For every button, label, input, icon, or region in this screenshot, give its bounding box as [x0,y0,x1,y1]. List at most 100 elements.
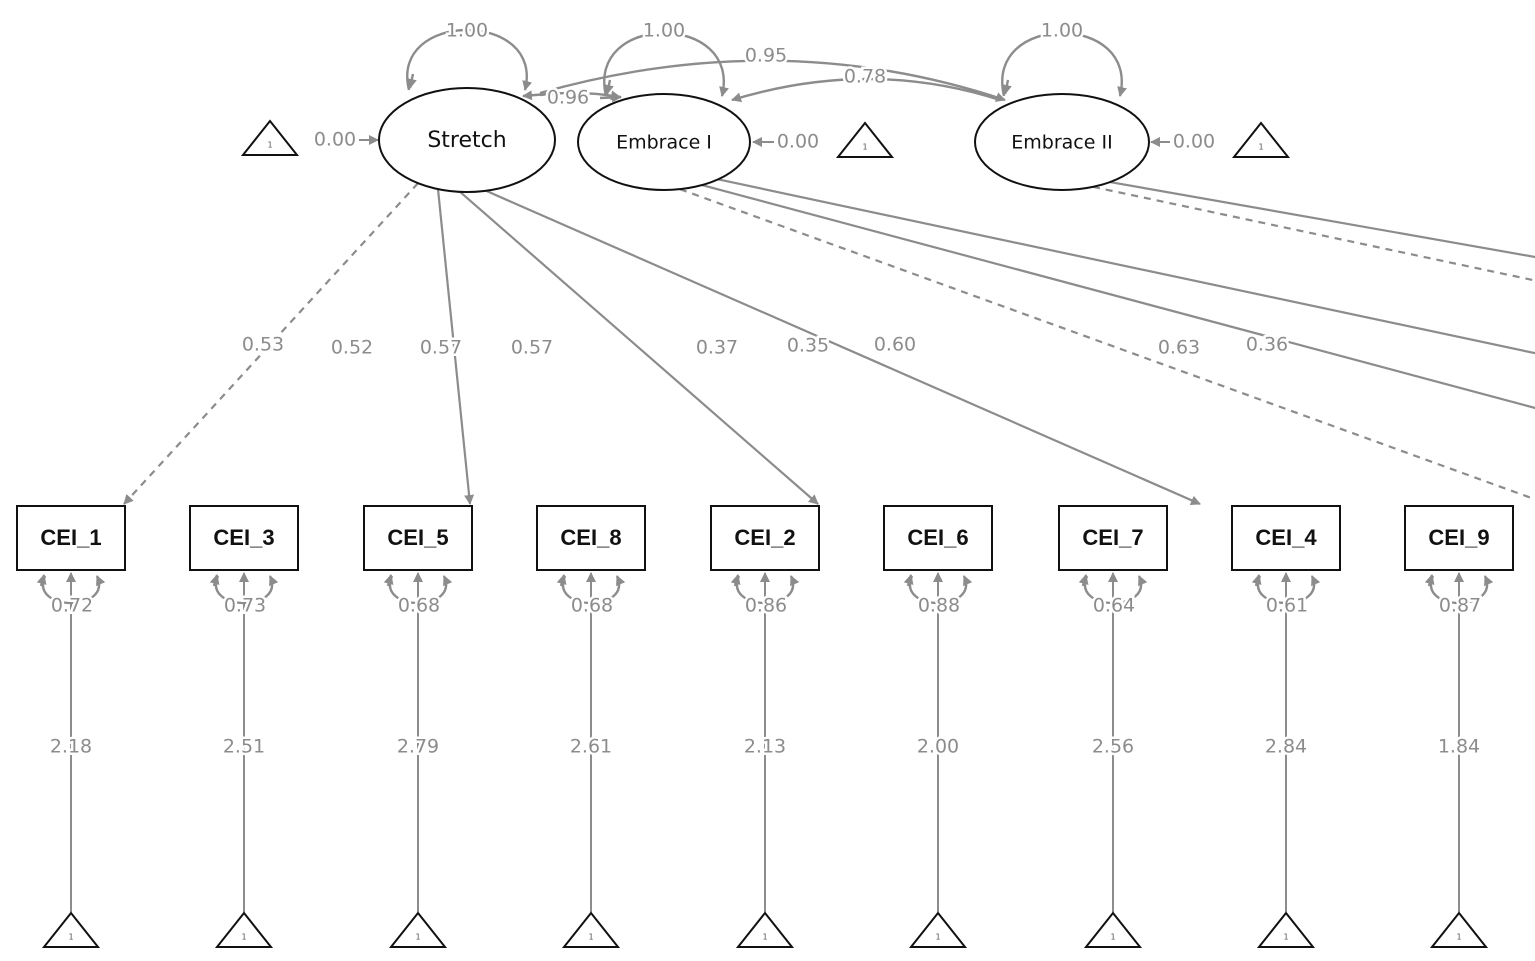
CEI_8-loading-label: 0.57 [511,337,553,359]
covariance-label-stretch-embrace1: 0.96 [547,87,589,109]
CEI_3-label: CEI_3 [213,525,274,550]
CEI_5-loading-label: 0.57 [420,337,462,359]
CEI_2-intercept-triangle-label: 1 [762,932,767,941]
stretch-mean-triangle-label: 1 [267,140,272,149]
CEI_1-intercept-triangle-label: 1 [68,932,73,941]
CEI_7-loading-label: 0.60 [874,334,916,356]
CEI_3-intercept-triangle-label: 1 [241,932,246,941]
CEI_5-residual-arrow-left [383,574,394,587]
CEI_9-intercept-label: 1.84 [1438,736,1480,758]
CEI_6-box [883,505,993,571]
CEI_3-residual-arrow-left [209,574,220,587]
embrace2-variance-arrow-left [1001,79,1012,95]
CEI_4-residual-label: 0.61 [1266,595,1308,617]
CEI_8-intercept-triangle [561,911,621,948]
CEI_3-loading-arrow [436,188,475,505]
CEI_3-intercept-triangle [214,911,274,948]
stretch-mean-triangle [240,119,300,156]
CEI_7-loading-arrow [717,178,1535,355]
CEI_3-intercept-label: 2.51 [223,736,265,758]
CEI_3-loading-label: 0.52 [331,337,373,359]
CEI_8-label: CEI_8 [560,525,621,550]
CEI_9-residual-label: 0.87 [1439,595,1481,617]
CEI_9-intercept-triangle [1429,911,1489,948]
embrace1-mean-triangle [835,121,895,158]
CEI_1-residual-arrow-left [36,574,47,587]
CEI_8-loading-arrow [485,189,1201,506]
CEI_1-intercept-triangle [41,911,101,948]
stretch-ellipse [378,87,556,193]
covariance-label-stretch-embrace2: 0.95 [745,45,787,67]
embrace2-variance-guide [1006,70,1118,82]
CEI_4-loading-label: 0.63 [1158,337,1200,359]
CEI_6-intercept-label: 2.00 [917,736,959,758]
CEI_3-residual-label: 0.73 [224,595,266,617]
embrace1-variance-arrow-left [603,79,614,95]
CEI_6-loading-label: 0.35 [787,335,829,357]
CEI_7-intercept-triangle [1083,911,1143,948]
stretch-variance-label: 1.00 [446,20,488,42]
embrace1-label: Embrace I [616,132,712,154]
CEI_4-intercept-triangle-label: 1 [1283,932,1288,941]
CEI_6-residual-label: 0.88 [918,595,960,617]
CEI_5-intercept-triangle [388,911,448,948]
CEI_7-residual-label: 0.64 [1093,595,1135,617]
CEI_4-label: CEI_4 [1255,525,1317,550]
stretch-mean-label: 0.00 [314,129,356,151]
CEI_5-box [363,505,473,571]
covariance-stretch-embrace1-start [522,90,561,101]
CEI_5-residual-label: 0.68 [398,595,440,617]
CEI_7-box [1058,505,1168,571]
embrace1-variance-guide [608,70,720,82]
embrace1-variance-label: 1.00 [643,20,685,42]
embrace2-mean-triangle-label: 1 [1258,142,1263,151]
CEI_9-residual-arrow-left [1424,574,1435,587]
covariance-embrace1-embrace2 [731,77,1001,103]
CEI_7-residual-arrow-left [1078,574,1089,587]
CEI_8-residual-label: 0.68 [571,595,613,617]
CEI_5-loading-arrow [459,191,819,505]
stretch-variance-arrow-left [406,73,417,89]
embrace2-mean-label: 0.00 [1173,131,1215,153]
CEI_8-intercept-triangle-label: 1 [588,932,593,941]
CEI_1-residual-label: 0.72 [51,595,93,617]
CEI_9-label: CEI_9 [1428,525,1489,550]
CEI_5-intercept-label: 2.79 [397,736,439,758]
stretch-variance-guide [411,64,523,76]
CEI_6-label: CEI_6 [907,525,968,550]
CEI_3-box [189,505,299,571]
CEI_5-intercept-triangle-label: 1 [415,932,420,941]
embrace2-variance-label: 1.00 [1041,20,1083,42]
covariance-stretch-embrace2 [539,59,1006,102]
CEI_8-residual-arrow-left [556,574,567,587]
CEI_9-intercept-triangle-label: 1 [1456,932,1461,941]
embrace2-label: Embrace II [1011,132,1112,154]
CEI_2-residual-arrow-left [730,574,741,587]
embrace1-mean-triangle-label: 1 [862,142,867,151]
CEI_4-intercept-label: 2.84 [1265,736,1307,758]
CEI_8-box [536,505,646,571]
CEI_2-intercept-triangle [735,911,795,948]
CEI_6-residual-arrow-left [903,574,914,587]
CEI_2-label: CEI_2 [734,525,795,550]
embrace1-mean-label: 0.00 [777,131,819,153]
CEI_2-box [710,505,820,571]
CEI_6-loading-arrow [701,183,1535,410]
CEI_1-loading-label: 0.53 [242,334,284,356]
CEI_5-label: CEI_5 [387,525,448,550]
covariance-label-embrace1-embrace2: 0.78 [844,66,886,88]
CEI_2-loading-arrow [679,188,1535,501]
CEI_1-label: CEI_1 [40,525,101,550]
embrace1-variance-loop [603,31,729,97]
CEI_1-box [16,505,126,571]
CEI_4-intercept-triangle [1256,911,1316,948]
CEI_7-label: CEI_7 [1082,525,1143,550]
CEI_7-intercept-label: 2.56 [1092,736,1134,758]
embrace1-ellipse [577,93,751,191]
CEI_4-box [1231,505,1341,571]
CEI_7-intercept-triangle-label: 1 [1110,932,1115,941]
CEI_1-intercept-label: 2.18 [50,736,92,758]
embrace2-variance-loop [1001,31,1127,97]
covariance-stretch-embrace1-end [599,92,622,103]
